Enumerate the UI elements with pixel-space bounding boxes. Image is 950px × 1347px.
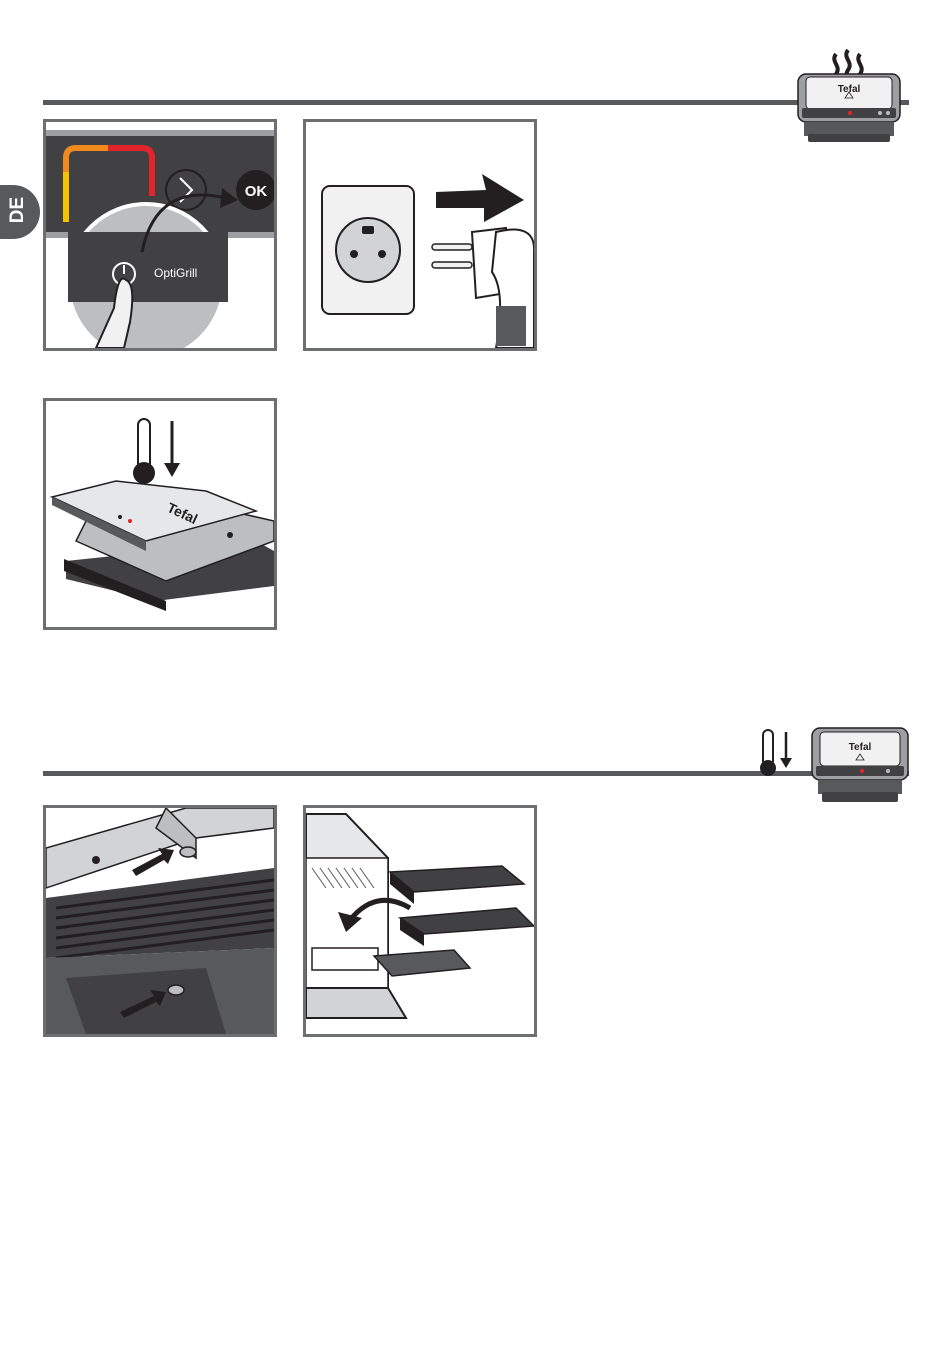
- finger-press-power-icon: OK OptiGrill: [46, 122, 274, 348]
- grill-cool-thermometer-icon: Tefal: [806, 722, 914, 808]
- dishwasher-panel: [303, 805, 537, 1037]
- thermometer-down-icon: [754, 728, 794, 778]
- release-plates-panel: [43, 805, 277, 1037]
- cooldown-panel: Tefal: [43, 398, 277, 630]
- unplug-panel: [303, 119, 537, 351]
- grill-with-steam-icon: Tefal: [790, 46, 908, 146]
- language-tab: DE: [0, 185, 40, 239]
- unplug-from-socket-icon: [306, 122, 534, 348]
- language-label: DE: [7, 196, 29, 224]
- optigrill-label: OptiGrill: [154, 266, 197, 280]
- ok-button-label: OK: [245, 183, 268, 200]
- grill-cooling-icon: Tefal: [46, 401, 274, 627]
- grill-brand-small: Tefal: [849, 742, 872, 753]
- plate-release-buttons-icon: [46, 808, 274, 1034]
- power-button-panel: OK OptiGrill: [43, 119, 277, 351]
- dishwasher-plates-icon: [306, 808, 534, 1034]
- grill-brand: Tefal: [838, 84, 861, 95]
- section-1-rule: [43, 100, 909, 105]
